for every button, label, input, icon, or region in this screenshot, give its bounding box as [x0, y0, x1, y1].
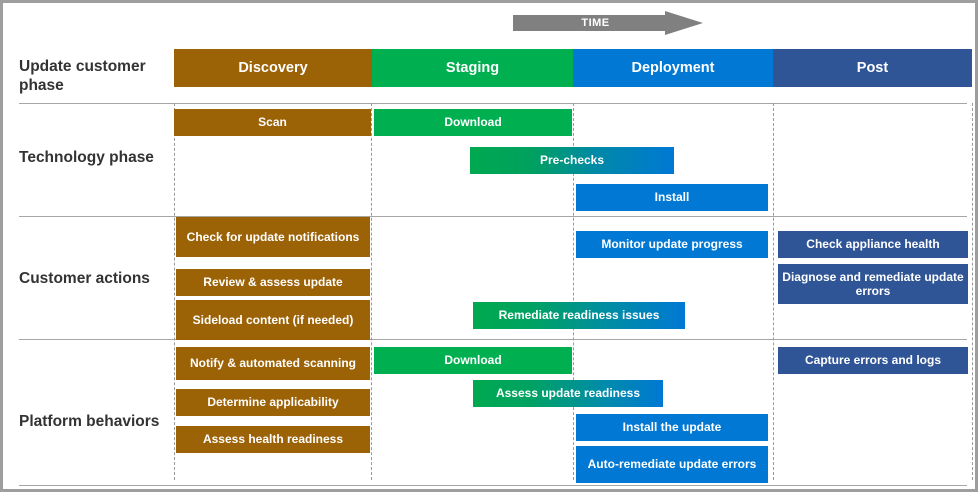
bar-assess-update-readiness[interactable]: Assess update readiness: [473, 380, 663, 407]
bar-download-technology[interactable]: Download: [374, 109, 572, 136]
phase-header-staging[interactable]: Staging: [372, 49, 573, 87]
row-label-update-customer-phase: Update customer phase: [19, 58, 146, 94]
bar-install-the-update[interactable]: Install the update: [576, 414, 768, 441]
bar-capture-errors-and-logs[interactable]: Capture errors and logs: [778, 347, 968, 374]
row-separator-3: [19, 339, 967, 340]
bar-check-for-update-notifications[interactable]: Check for update notifications: [176, 217, 370, 257]
bar-monitor-update-progress[interactable]: Monitor update progress: [576, 231, 768, 258]
time-arrow: TIME: [513, 11, 703, 35]
column-divider-discovery-staging: [371, 103, 372, 480]
bar-sideload-content[interactable]: Sideload content (if needed): [176, 300, 370, 340]
column-divider-right: [972, 103, 973, 480]
time-arrow-shaft: [513, 15, 668, 31]
bar-download-platform[interactable]: Download: [374, 347, 572, 374]
bar-install[interactable]: Install: [576, 184, 768, 211]
bar-pre-checks[interactable]: Pre-checks: [470, 147, 674, 174]
bar-check-appliance-health[interactable]: Check appliance health: [778, 231, 968, 258]
bar-review-assess-update[interactable]: Review & assess update: [176, 269, 370, 296]
phase-header-post[interactable]: Post: [773, 49, 972, 87]
bar-scan[interactable]: Scan: [174, 109, 371, 136]
column-divider-left: [174, 103, 175, 480]
bar-auto-remediate-update-errors[interactable]: Auto-remediate update errors: [576, 446, 768, 483]
bar-notify-automated-scanning[interactable]: Notify & automated scanning: [176, 347, 370, 380]
bar-diagnose-and-remediate-update-errors[interactable]: Diagnose and remediate update errors: [778, 264, 968, 304]
column-divider-staging-deployment: [573, 103, 574, 480]
row-separator-4: [19, 485, 967, 486]
time-arrow-head-icon: [665, 11, 703, 35]
row-label-customer-actions: Customer actions: [19, 270, 150, 287]
column-divider-deployment-post: [773, 103, 774, 480]
phase-header-deployment[interactable]: Deployment: [573, 49, 773, 87]
row-label-technology-phase: Technology phase: [19, 149, 154, 166]
bar-assess-health-readiness[interactable]: Assess health readiness: [176, 426, 370, 453]
row-separator-1: [19, 103, 967, 104]
bar-determine-applicability[interactable]: Determine applicability: [176, 389, 370, 416]
bar-remediate-readiness-issues[interactable]: Remediate readiness issues: [473, 302, 685, 329]
time-arrow-label: TIME: [581, 17, 610, 29]
phase-header-discovery[interactable]: Discovery: [174, 49, 372, 87]
row-label-platform-behaviors: Platform behaviors: [19, 413, 160, 430]
row-separator-2: [19, 216, 967, 217]
